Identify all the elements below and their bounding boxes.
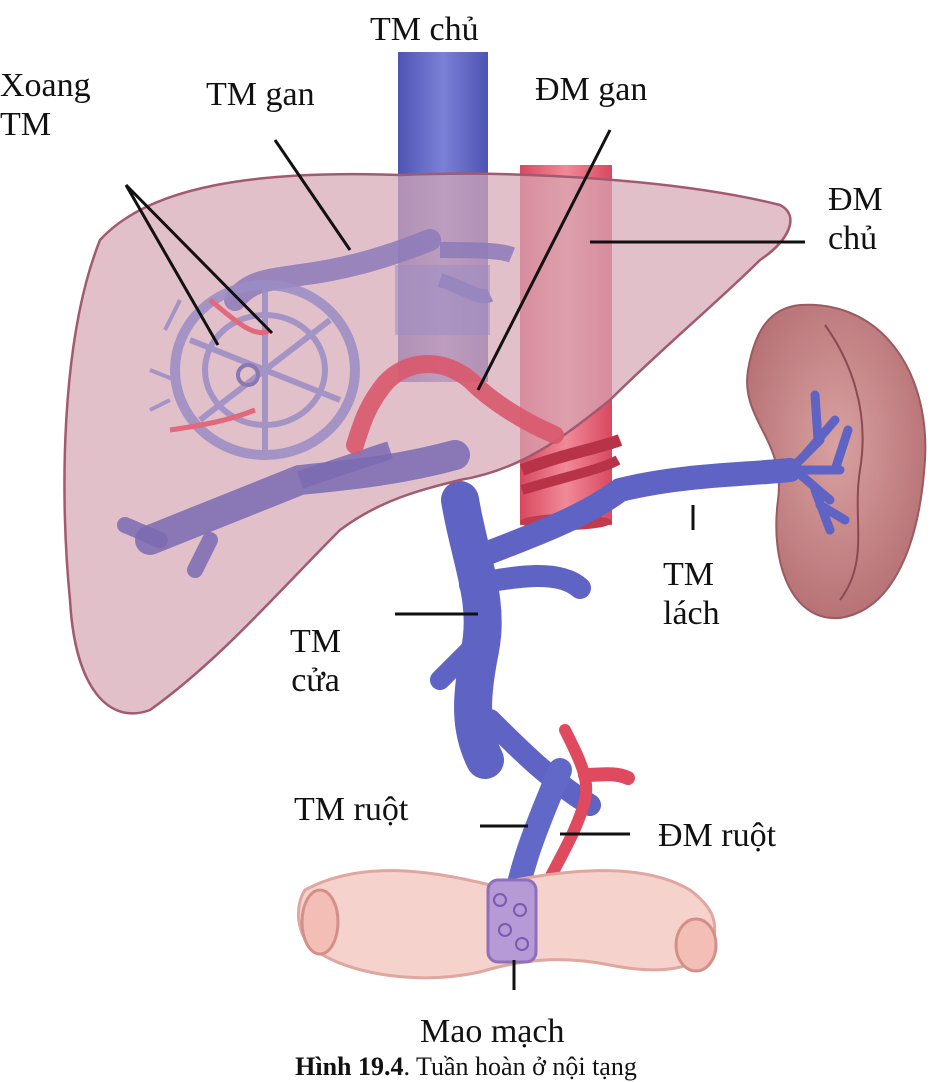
label-venous-sinus: Xoang TM — [0, 67, 91, 144]
label-splenic-vein: TM lách — [663, 556, 720, 633]
leader-lines — [124, 129, 805, 990]
portal-vein — [441, 481, 504, 779]
caption-number: Hình 19.4 — [295, 1052, 404, 1081]
label-mesenteric-artery: ĐM ruột — [658, 817, 777, 854]
celiac-artery-loop — [519, 434, 623, 476]
label-hepatic-vein: TM gan — [206, 76, 315, 113]
caption-text: . Tuần hoàn ở nội tạng — [403, 1052, 637, 1081]
hepatic-artery — [346, 355, 564, 454]
label-mesenteric-vein: TM ruột — [294, 791, 409, 828]
liver-lobule — [149, 280, 360, 460]
label-capillaries: Mao mạch — [420, 1013, 565, 1050]
figure-caption: Hình 19.4. Tuần hoàn ở nội tạng — [0, 1052, 932, 1082]
label-vena-cava: TM chủ — [370, 11, 479, 48]
label-portal-vein: TM cửa — [290, 623, 341, 700]
label-aorta: ĐM chủ — [828, 181, 883, 258]
label-hepatic-artery: ĐM gan — [535, 71, 648, 108]
splenic-vein — [458, 458, 802, 572]
capillary-bed — [486, 878, 538, 964]
